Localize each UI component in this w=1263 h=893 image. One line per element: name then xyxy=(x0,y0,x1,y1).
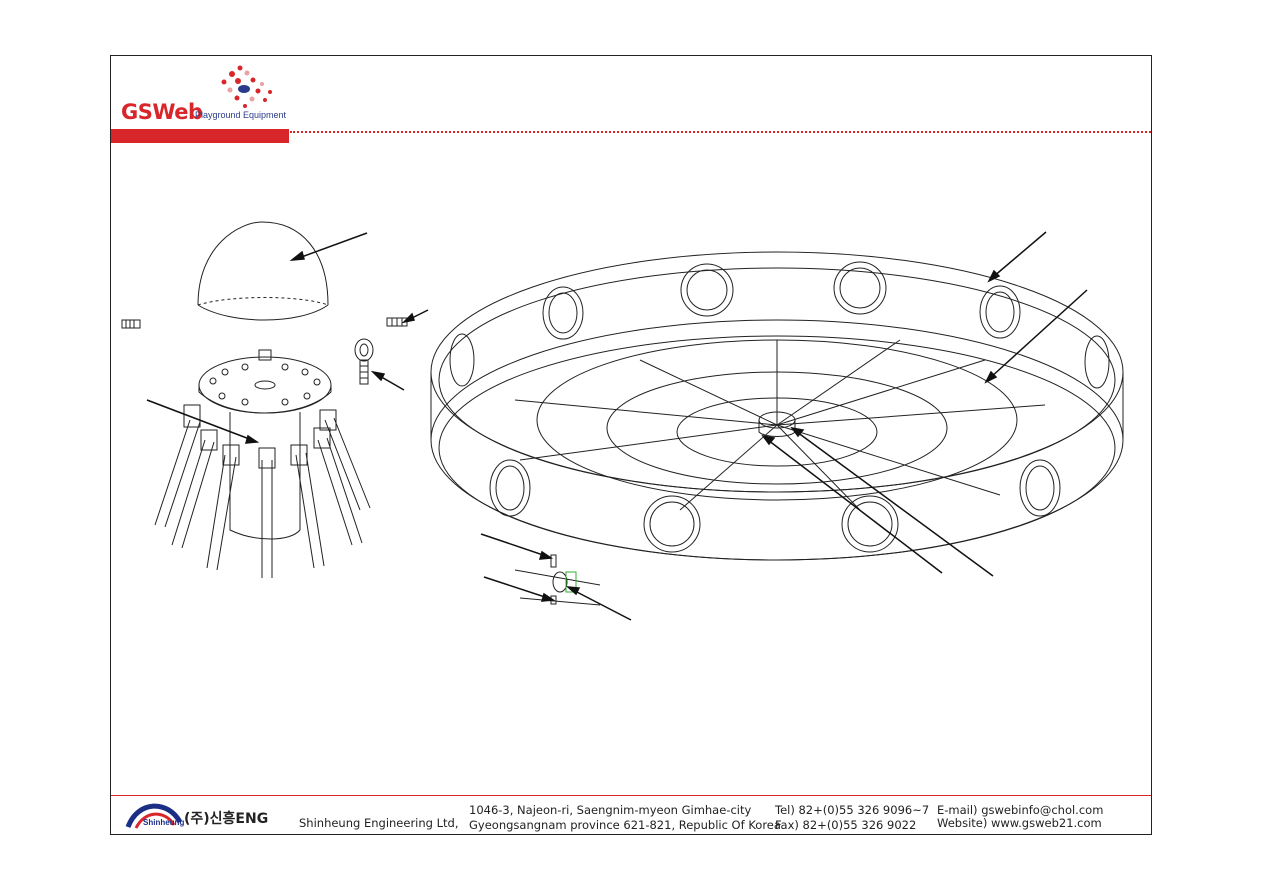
central-hub xyxy=(198,349,332,540)
bolt-left xyxy=(121,319,141,329)
bolt-right xyxy=(386,317,408,327)
spider-web-net xyxy=(514,339,1046,511)
footer-company: Shinheung Engineering Ltd, xyxy=(299,816,459,830)
dome-cap xyxy=(197,221,329,321)
header-red-bar xyxy=(111,129,289,143)
footer-brand-korean: (주)신흥ENG xyxy=(184,811,269,827)
logo-subtitle: Playground Equipment xyxy=(195,110,287,120)
logo-dots-icon xyxy=(221,65,272,108)
ring-frame xyxy=(430,251,1124,561)
footer-address-line1: 1046-3, Najeon-ri, Saengnim-myeon Gimhae… xyxy=(469,803,752,817)
footer-brand-small: Shinheung xyxy=(143,818,185,827)
header-dotted-rule xyxy=(290,131,1151,133)
leader-arrows xyxy=(146,231,1088,621)
footer-rule xyxy=(111,795,1151,796)
footer-website: Website) www.gsweb21.com xyxy=(937,816,1102,830)
hub-legs xyxy=(154,404,371,578)
logo-wordmark: GSWeb xyxy=(121,100,203,124)
clamp-detail xyxy=(514,554,601,606)
eye-bolt xyxy=(354,338,374,385)
footer-email: E-mail) gswebinfo@chol.com xyxy=(937,803,1104,817)
footer-tel: Tel) 82+(0)55 326 9096~7 xyxy=(775,803,930,817)
footer-address-line2: Gyeongsangnam province 621-821, Republic… xyxy=(469,818,781,832)
footer-fax: Fax) 82+(0)55 326 9022 xyxy=(775,818,917,832)
shinheung-logo-icon xyxy=(125,803,183,829)
drawing-sheet-border xyxy=(110,55,1152,835)
